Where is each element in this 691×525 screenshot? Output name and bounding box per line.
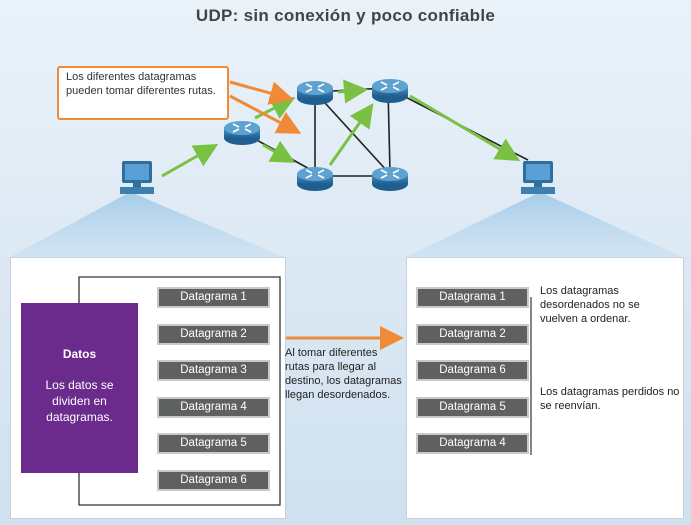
routes-callout: Los diferentes datagramas pueden tomar d… — [57, 66, 229, 120]
data-heading: Datos — [62, 347, 97, 361]
data-description: Los datos se dividen en datagramas. — [45, 378, 114, 424]
source-datagram-1: Datagrama 1 — [157, 287, 270, 308]
source-datagram-5: Datagrama 5 — [157, 433, 270, 454]
orange-arrows — [229, 80, 404, 350]
diagram-title: UDP: sin conexión y poco confiable — [195, 6, 496, 25]
source-cone — [10, 192, 284, 257]
unordered-note: Los datagramas desordenados no se vuelve… — [540, 285, 640, 325]
destination-datagram-5: Datagrama 4 — [416, 433, 529, 454]
source-datagram-6: Datagrama 6 — [157, 469, 270, 491]
destination-cone — [406, 192, 682, 257]
lost-note: Los datagramas perdidos no se reenvían. — [540, 386, 680, 412]
destination-datagram-4: Datagrama 5 — [416, 396, 529, 418]
source-datagram-2: Datagrama 2 — [157, 323, 270, 345]
destination-datagram-1: Datagrama 1 — [416, 287, 529, 308]
data-block: Datos Los datos se dividen en datagramas… — [21, 303, 138, 473]
destination-datagram-3: Datagrama 6 — [416, 360, 529, 381]
destination-datagram-2: Datagrama 2 — [416, 323, 529, 345]
source-datagram-3: Datagrama 3 — [157, 360, 270, 381]
source-datagram-4: Datagrama 4 — [157, 396, 270, 418]
reorder-note: Al tomar diferentes rutas para llegar al… — [285, 347, 402, 401]
